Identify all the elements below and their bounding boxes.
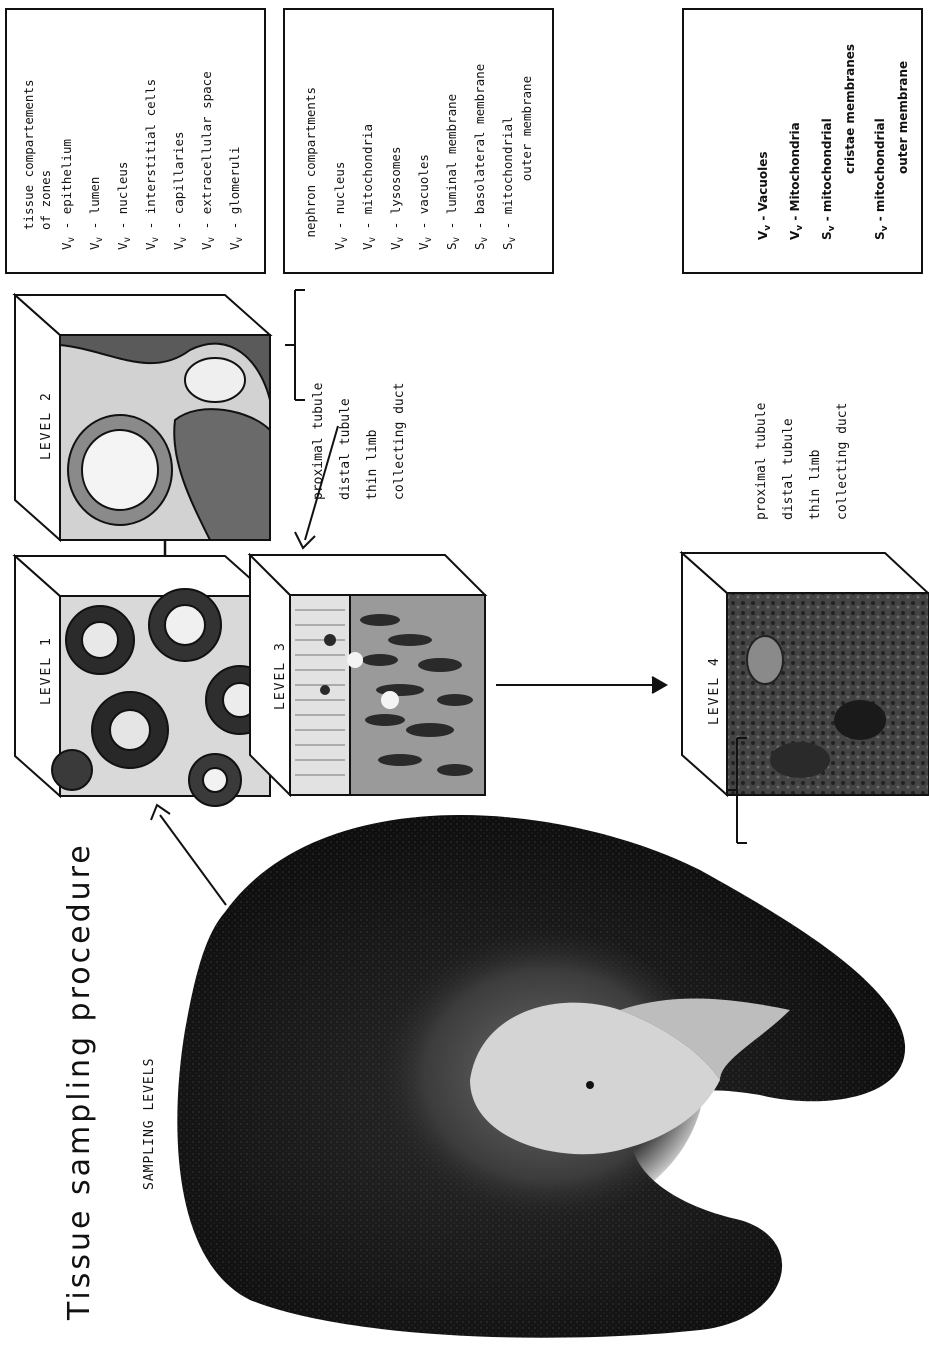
- measurement-item: Vv - nucleus: [327, 15, 355, 250]
- measurement-subscript: v: [94, 237, 105, 243]
- tubule-item: collecting duct: [829, 403, 856, 520]
- measurement-item: Vv - lumen: [82, 20, 110, 250]
- measurement-label: - nucleus: [332, 162, 347, 237]
- tubule-item: proximal tubule: [748, 403, 775, 520]
- measurement-label: - glomeruli: [227, 147, 242, 237]
- measurement-label: - mitochondrial: [500, 116, 515, 236]
- measurement-symbol: S: [820, 231, 834, 240]
- upper-tubule-bracket: [285, 290, 305, 400]
- tubule-item: collecting duct: [386, 383, 413, 500]
- level4-label: LEVEL 4: [707, 656, 722, 725]
- tubule-item: thin limb: [802, 403, 829, 520]
- measurement-symbol: V: [788, 231, 802, 240]
- measurement-item: Vv - capillaries: [166, 20, 194, 250]
- measurement-label: - nucleus: [115, 162, 130, 237]
- measurement-label: - luminal membrane: [444, 94, 459, 237]
- measurement-subscript: v: [150, 237, 161, 243]
- measurement-subscript: v: [234, 237, 245, 243]
- measurement-item: Vv - glomeruli: [222, 20, 250, 250]
- measurement-subscript: v: [367, 237, 378, 243]
- measurement-subscript: v: [395, 237, 406, 243]
- measurement-symbol: S: [472, 242, 487, 250]
- measurement-item: Vv - Vacuoles: [748, 25, 780, 240]
- measurement-subscript: v: [122, 237, 133, 243]
- measurement-subscript: v: [507, 237, 518, 243]
- tubule-item: distal tubule: [775, 403, 802, 520]
- measurement-subscript: v: [479, 237, 490, 243]
- measurement-symbol: V: [143, 242, 158, 250]
- measurement-item: Vv - interstitial cells: [138, 20, 166, 250]
- measurement-label: - Vacuoles: [756, 151, 770, 224]
- panel-heading: tissue compartements: [20, 20, 37, 250]
- measurement-label: - mitochondria: [360, 124, 375, 237]
- measurement-item: Vv - nucleus: [110, 20, 138, 250]
- measurement-symbol: S: [444, 242, 459, 250]
- measurement-subscript: v: [66, 237, 77, 243]
- measurement-symbol: S: [500, 242, 515, 250]
- tubule-item: proximal tubule: [305, 383, 332, 500]
- measurement-label: - epithelium: [59, 139, 74, 237]
- measurement-label: - capillaries: [171, 131, 186, 236]
- measurement-item: Sv - basolateral membrane: [467, 15, 495, 250]
- arrow-level3-to-level4: [496, 677, 666, 693]
- lower-tubule-list: proximal tubule distal tubule thin limb …: [748, 403, 856, 520]
- measurement-symbol: V: [87, 242, 102, 250]
- measurement-item: Vv - Mitochondria: [780, 25, 812, 240]
- kidney-section-image: [177, 815, 905, 1338]
- tubule-item: distal tubule: [332, 383, 359, 500]
- measurement-subscript: v: [339, 237, 350, 243]
- measurement-subscript: v: [206, 237, 217, 243]
- measurement-item: Vv - extracellular space: [194, 20, 222, 250]
- tissue-compartments-list: tissue compartementsof zonesVv - epithel…: [20, 20, 250, 250]
- level2-label: LEVEL 2: [39, 391, 54, 460]
- measurement-symbol: V: [332, 242, 347, 250]
- measurement-label: - interstitial cells: [143, 79, 158, 237]
- level3-label: LEVEL 3: [273, 641, 288, 710]
- measurement-symbol: V: [416, 242, 431, 250]
- tubule-item: thin limb: [359, 383, 386, 500]
- measurement-label: - lysosomes: [388, 147, 403, 237]
- organelle-list: Vv - VacuolesVv - MitochondriaSv - mitoc…: [748, 25, 918, 240]
- measurement-item: Vv - mitochondria: [355, 15, 383, 250]
- measurement-label: - mitochondrial: [820, 118, 834, 225]
- measurement-symbol: V: [199, 242, 214, 250]
- panel-heading: nephron compartments: [302, 15, 319, 250]
- measurement-symbol: V: [756, 231, 770, 240]
- measurement-label: - basolateral membrane: [472, 64, 487, 237]
- measurement-symbol: V: [227, 242, 242, 250]
- measurement-label: - Mitochondria: [788, 122, 802, 225]
- measurement-label: - mitochondrial: [873, 118, 887, 225]
- measurement-label: - vacuoles: [416, 154, 431, 237]
- measurement-subscript: v: [451, 237, 462, 243]
- measurement-symbol: V: [59, 242, 74, 250]
- measurement-symbol: V: [115, 242, 130, 250]
- measurement-symbol: S: [873, 231, 887, 240]
- measurement-subscript: v: [423, 237, 434, 243]
- measurement-item: Sv - luminal membrane: [439, 15, 467, 250]
- nephron-compartments-list: nephron compartmentsVv - nucleusVv - mit…: [302, 15, 540, 250]
- measurement-subscript: v: [880, 225, 890, 231]
- measurement-item: Vv - epithelium: [54, 20, 82, 250]
- measurement-subscript: v: [795, 225, 805, 231]
- panel-heading: of zones: [37, 20, 54, 250]
- measurement-symbol: V: [388, 242, 403, 250]
- measurement-subscript: v: [763, 225, 773, 231]
- level1-label: LEVEL 1: [39, 636, 54, 705]
- measurement-subscript: v: [827, 225, 837, 231]
- upper-tubule-list: proximal tubule distal tubule thin limb …: [305, 383, 413, 500]
- measurement-symbol: V: [360, 242, 375, 250]
- arrow-kidney-to-level1: [151, 805, 226, 905]
- measurement-label: - extracellular space: [199, 71, 214, 237]
- measurement-item: Vv - vacuoles: [411, 15, 439, 250]
- measurement-symbol: V: [171, 242, 186, 250]
- measurement-item: Vv - lysosomes: [383, 15, 411, 250]
- measurement-label: - lumen: [87, 177, 102, 237]
- measurement-subscript: v: [178, 237, 189, 243]
